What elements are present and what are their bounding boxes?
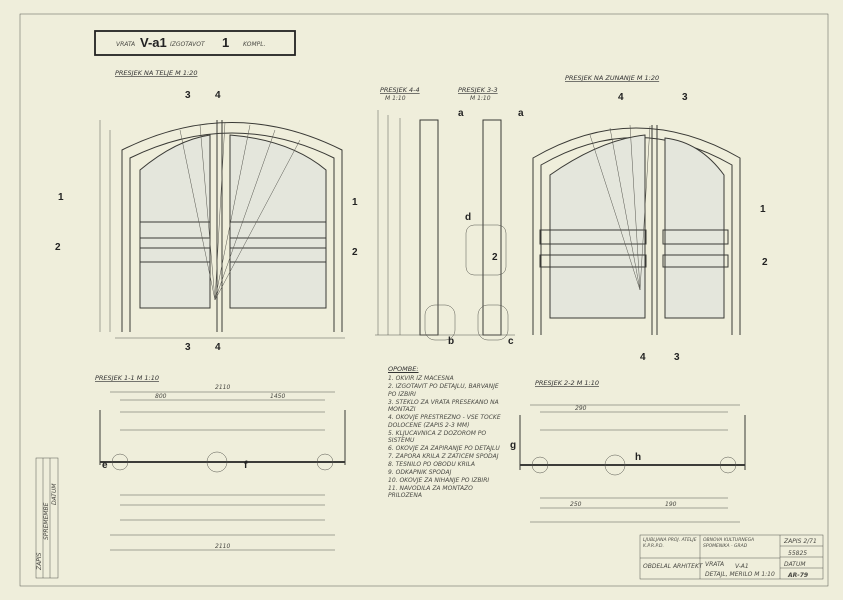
vertical-sections (375, 110, 515, 341)
dim-190: 190 (665, 501, 677, 508)
note-item: 6. OKOVJE ZA ZAPIRANJE PO DETAJLU (388, 445, 500, 453)
dim-800: 800 (155, 393, 167, 400)
caption-sec-2-2: PRESJEK 2-2 M 1:10 (535, 379, 599, 387)
side_strip-1: SPREMEMBE (43, 502, 50, 540)
make-label: IZGOTAVOT (170, 41, 206, 48)
side_strip-2: DATUM (51, 483, 58, 505)
dim-1450: 1450 (270, 393, 285, 400)
unit: KOMPL. (243, 41, 266, 48)
markers-n3: 3 (674, 352, 680, 363)
side_strip-0: ZAPIS (36, 552, 43, 571)
horizontal-section-2-2: 290 250 190 (519, 404, 746, 523)
notes: OPOMBE: 1. OKVIR IZ MACESNA 2. IZGOTAVIT… (388, 365, 504, 500)
door-elevation-inside (99, 120, 345, 339)
note-item: 8. TESNILO PO OBODU KRILA (388, 461, 475, 469)
note-item: 2. IZGOTAVIT PO DETAJLU, BARVANJE PO IZB… (388, 383, 499, 398)
title-block: OBDELAL ARHITEKT VRATA V-A1 DETAJL, MERI… (639, 534, 824, 580)
dim-250: 250 (570, 501, 582, 508)
markers-c: c (508, 336, 514, 347)
door-code: V-a1 (140, 35, 167, 50)
title-box: VRATA V-a1 IZGOTAVOT 1 KOMPL. (94, 30, 296, 56)
caption-sec-3-3: PRESJEK 3-3 (458, 86, 498, 94)
markers-e: e (102, 460, 108, 471)
markers-d: d (465, 212, 471, 223)
note-item: 4. OKOVJE PRESTREZNO - VSE TOCKE DOLOCEN… (388, 414, 501, 429)
drawing-number: AR-79 (787, 572, 808, 579)
caption-sec-4-4: PRESJEK 4-4 (380, 86, 420, 94)
archive-number: 55825 (788, 550, 807, 557)
scale-sec-3-3: M 1:10 (470, 95, 491, 102)
markers-h: h (635, 452, 641, 463)
markers-a: a (458, 108, 464, 119)
dim-total-bottom: 2110 (215, 543, 230, 550)
markers-g: g (510, 440, 516, 451)
sheet-label: VRATA (705, 561, 724, 568)
markers-n4: 4 (215, 90, 221, 101)
sheet-border (19, 13, 829, 587)
markers-n2: 2 (762, 257, 768, 268)
markers-n4: 4 (640, 352, 646, 363)
markers-n2: 2 (55, 242, 61, 253)
markers-n1: 1 (58, 192, 64, 203)
markers-n1: 1 (760, 204, 766, 215)
title-block-org: LJUBLJANA PROJ. ATELJE K.P.R.P.D. (643, 538, 697, 549)
date-label: DATUM (784, 561, 806, 568)
title-block-project: OBNOVA KULTURNEGA SPOMENIKA - GRAD (703, 538, 755, 549)
markers-n2: 2 (352, 247, 358, 258)
quantity: 1 (222, 35, 229, 50)
note-item: 7. ZAPORA KRILA Z ZATICEM SPODAJ (388, 453, 499, 461)
section-markers: 3 4 3 4 1 2 1 2 2 1 2 4 3 4 3 a a b c d e f g h (55, 90, 768, 471)
notes-heading: OPOMBE: (388, 365, 419, 373)
dim-total-top: 2110 (215, 384, 230, 391)
drawn-by: OBDELAL ARHITEKT (643, 563, 704, 570)
sheet-desc: DETAJL, MERILO M 1:10 (705, 571, 775, 578)
markers-n3: 3 (185, 90, 191, 101)
note-item: 9. ODKAPNIK SPODAJ (388, 469, 452, 477)
title-box-prefix: VRATA (116, 41, 135, 48)
note-item: 3. STEKLO ZA VRATA PRESEKANO NA MONTAZI (388, 398, 499, 414)
revision-ref: ZAPIS 2/71 (783, 538, 817, 545)
markers-f: f (244, 460, 248, 471)
caption-elev-inside: PRESJEK NA TELJE M 1:20 (115, 69, 197, 77)
markers-n4: 4 (618, 92, 624, 103)
caption-elev-outside: PRESJEK NA ZUNANJE M 1:20 (565, 74, 659, 82)
note-item: 10. OKOVJE ZA NIHANJE PO IZBIRI (388, 477, 490, 485)
door-elevation-outside (532, 124, 741, 335)
dim-290: 290 (575, 405, 587, 412)
markers-n2: 2 (492, 252, 498, 263)
markers-a: a (518, 108, 524, 119)
markers-n3: 3 (185, 342, 191, 353)
markers-n4: 4 (215, 342, 221, 353)
markers-n1: 1 (352, 197, 358, 208)
note-item: 1. OKVIR IZ MACESNA (388, 375, 454, 383)
sheet-code: V-A1 (735, 563, 749, 570)
markers-b: b (448, 336, 454, 347)
markers-n3: 3 (682, 92, 688, 103)
caption-sec-1-1: PRESJEK 1-1 M 1:10 (95, 374, 159, 382)
note-item: 11. NAVODILA ZA MONTAZO PRILOZENA (388, 485, 473, 500)
horizontal-section-1-1: 2110 800 1450 2110 (99, 384, 346, 551)
note-item: 5. KLJUCAVNICA Z DOZOROM PO SISTEMU (388, 429, 487, 445)
scale-sec-4-4: M 1:10 (385, 95, 406, 102)
revision-strip: ZAPIS SPREMEMBE DATUM (35, 457, 59, 579)
